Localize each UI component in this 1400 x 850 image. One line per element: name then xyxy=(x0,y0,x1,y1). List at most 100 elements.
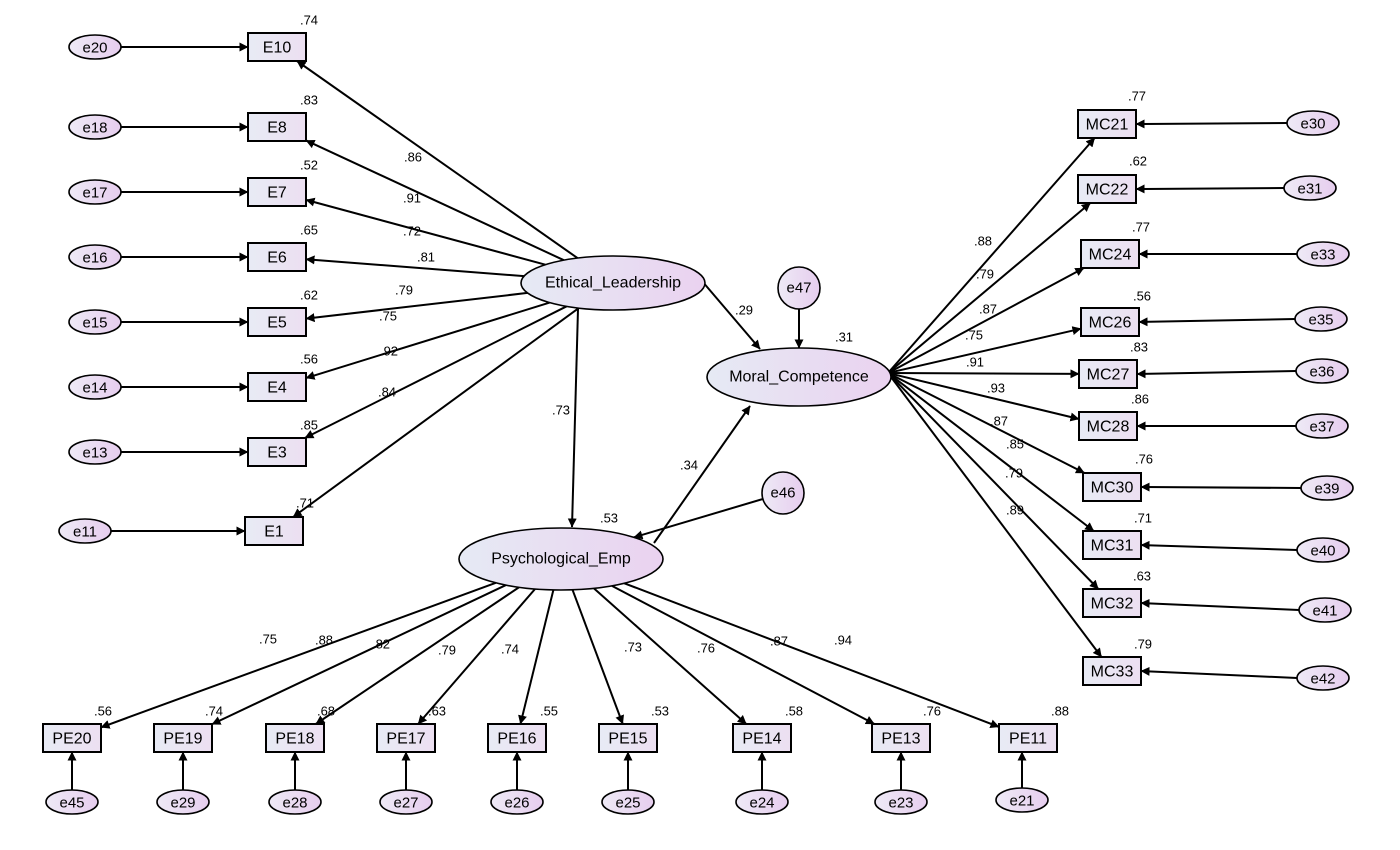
loading-arrow xyxy=(518,589,555,725)
loading-coefficient: .82 xyxy=(372,637,390,652)
error-label: e18 xyxy=(82,120,107,137)
r2-label: .68 xyxy=(317,704,335,719)
loading-arrow xyxy=(611,584,875,725)
indicator-e8 xyxy=(247,112,307,142)
indicator-e7 xyxy=(247,177,307,207)
error-arrow xyxy=(1135,119,1288,129)
loading-arrow xyxy=(887,372,1100,590)
error-label: e25 xyxy=(615,795,640,812)
error-label: e29 xyxy=(170,795,195,812)
loading-arrow xyxy=(887,137,1096,374)
error-label: e16 xyxy=(82,250,107,267)
structural-path xyxy=(701,280,761,350)
loading-coefficient: .85 xyxy=(1006,437,1024,452)
error-e27 xyxy=(379,789,433,815)
error-e11 xyxy=(58,518,112,544)
indicator-label: E6 xyxy=(267,250,287,267)
loading-arrow xyxy=(417,588,536,725)
loading-arrow xyxy=(315,586,520,725)
structural-path xyxy=(567,308,579,528)
indicator-pe18 xyxy=(265,723,325,753)
indicator-mc24 xyxy=(1080,239,1140,269)
indicator-mc26 xyxy=(1080,307,1140,337)
error-e40 xyxy=(1296,537,1350,563)
loading-arrow xyxy=(305,291,528,323)
r2-label: .71 xyxy=(1134,511,1152,526)
r2-label: .74 xyxy=(300,13,318,28)
loading-arrow xyxy=(305,197,546,266)
error-e41 xyxy=(1298,597,1352,623)
indicator-label: PE18 xyxy=(275,731,314,748)
error-label: e41 xyxy=(1312,603,1337,620)
edges-layer xyxy=(67,42,1302,790)
loading-coefficient: .75 xyxy=(965,328,983,343)
indicator-e3 xyxy=(247,437,307,467)
r2-label: .56 xyxy=(300,352,318,367)
error-e35 xyxy=(1294,306,1348,332)
loading-coefficient: .79 xyxy=(395,283,413,298)
error-label: e17 xyxy=(82,185,107,202)
indicator-label: PE19 xyxy=(163,731,202,748)
error-label: e33 xyxy=(1310,247,1335,264)
latent-label: Ethical_Leadership xyxy=(545,275,681,292)
error-label: e39 xyxy=(1314,481,1339,498)
loading-coefficient: .88 xyxy=(315,633,333,648)
r2-label: .56 xyxy=(94,704,112,719)
indicator-label: MC32 xyxy=(1091,596,1134,613)
error-e30 xyxy=(1286,110,1340,136)
error-arrow xyxy=(1138,317,1296,327)
error-label: e31 xyxy=(1297,181,1322,198)
loading-coefficient: .87 xyxy=(770,634,788,649)
error-label: e28 xyxy=(282,795,307,812)
indicator-pe16 xyxy=(487,723,547,753)
indicator-mc21 xyxy=(1077,109,1137,139)
r2-label: .55 xyxy=(540,704,558,719)
indicator-label: E4 xyxy=(267,380,287,397)
error-label: e42 xyxy=(1310,671,1335,688)
loading-coefficient: .94 xyxy=(834,633,852,648)
indicator-label: E5 xyxy=(267,315,287,332)
error-label: e21 xyxy=(1009,793,1034,810)
disturbance-e47 xyxy=(777,266,821,310)
r2-label: .31 xyxy=(835,330,853,345)
indicator-e1 xyxy=(244,516,304,546)
loading-arrow xyxy=(292,307,580,518)
r2-label: .77 xyxy=(1132,220,1150,235)
indicator-label: PE15 xyxy=(608,731,647,748)
loading-arrow xyxy=(887,372,1080,422)
indicator-label: MC30 xyxy=(1091,480,1134,497)
indicator-label: PE13 xyxy=(881,731,920,748)
error-e24 xyxy=(735,789,789,815)
r2-label: .79 xyxy=(1134,637,1152,652)
indicator-label: MC33 xyxy=(1091,664,1134,681)
indicator-pe15 xyxy=(598,723,658,753)
indicator-pe13 xyxy=(871,723,931,753)
indicator-mc30 xyxy=(1082,472,1142,502)
loading-coefficient: .81 xyxy=(417,250,435,265)
latent-label: Psychological_Emp xyxy=(491,551,631,568)
loading-coefficient: .91 xyxy=(403,191,421,206)
error-label: e13 xyxy=(82,445,107,462)
loading-arrow xyxy=(887,372,1085,474)
r2-label: .77 xyxy=(1128,89,1146,104)
structural-coefficient: .73 xyxy=(552,403,570,418)
error-e20 xyxy=(68,34,122,60)
error-label: e36 xyxy=(1309,364,1334,381)
loading-arrow xyxy=(887,372,1103,658)
loading-coefficient: .76 xyxy=(697,641,715,656)
error-label: e11 xyxy=(73,524,97,541)
loading-arrow xyxy=(305,301,550,380)
loading-arrow xyxy=(100,581,497,729)
indicator-label: E3 xyxy=(267,445,287,462)
loading-arrow xyxy=(887,267,1085,374)
indicator-e10 xyxy=(247,32,307,62)
r2-label: .74 xyxy=(205,704,223,719)
error-label: e30 xyxy=(1300,116,1325,133)
error-e42 xyxy=(1296,665,1350,691)
error-e18 xyxy=(68,114,122,140)
r2-label: .86 xyxy=(1131,392,1149,407)
error-e45 xyxy=(45,789,99,815)
r2-label: .52 xyxy=(300,158,318,173)
r2-label: .63 xyxy=(428,704,446,719)
